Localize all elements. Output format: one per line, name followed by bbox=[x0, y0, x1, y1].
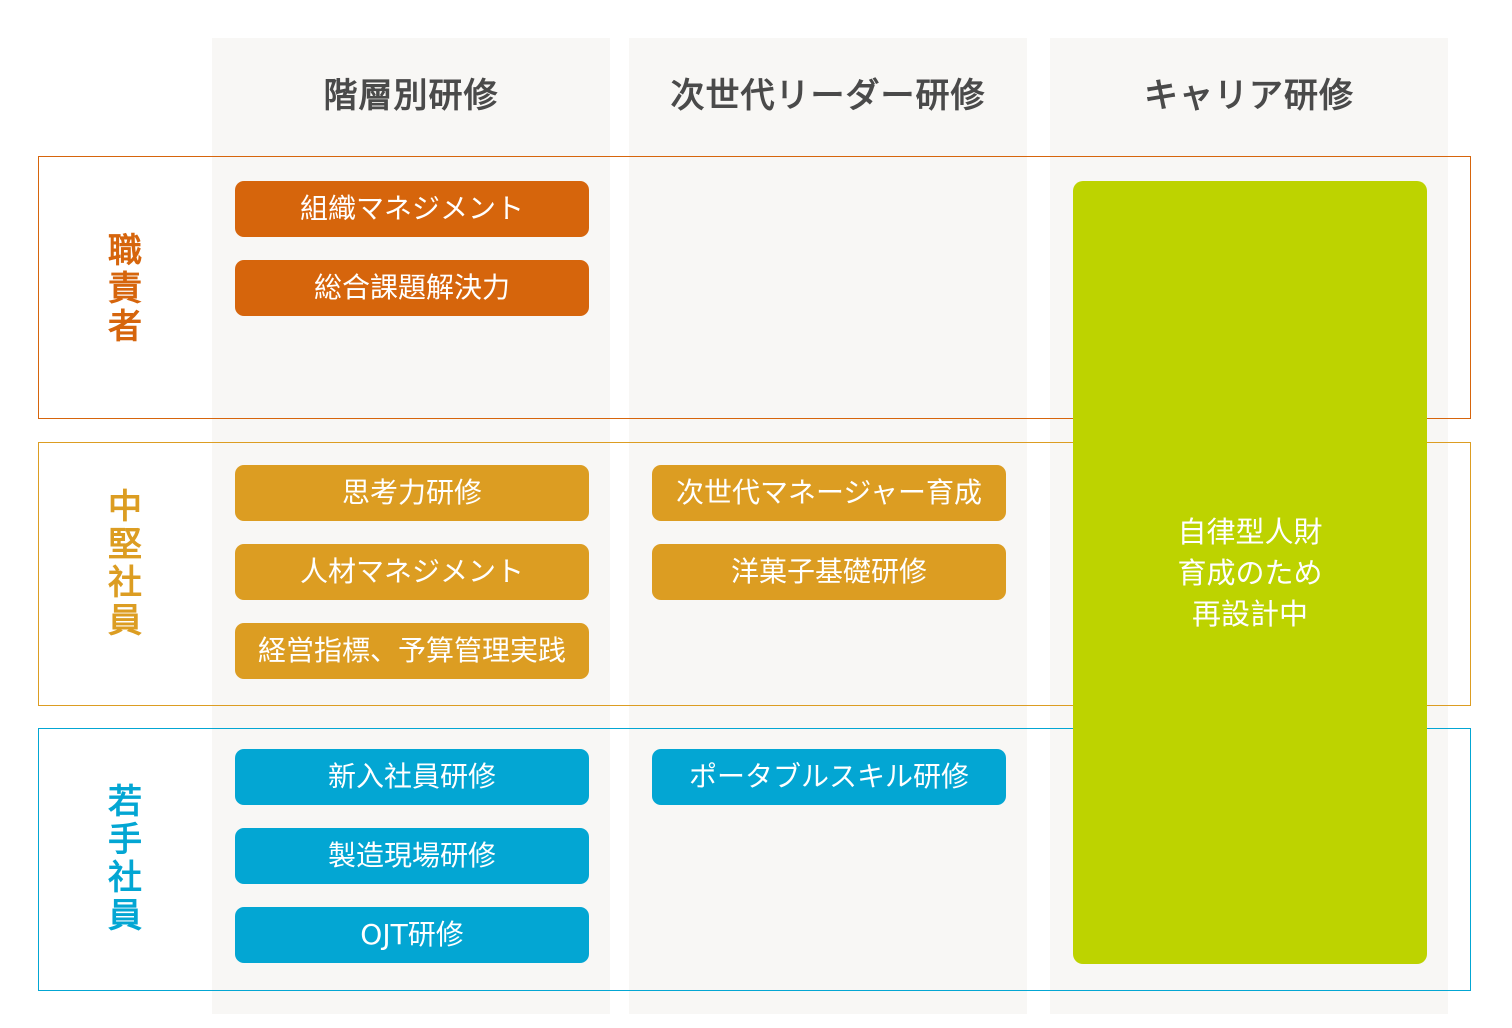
training-item: 製造現場研修 bbox=[235, 828, 589, 884]
row-label-char: 社 bbox=[108, 858, 142, 898]
row-label-char: 手 bbox=[108, 820, 142, 860]
column-header-leader: 次世代リーダー研修 bbox=[670, 76, 986, 116]
career-text-line: 再設計中 bbox=[1191, 597, 1308, 631]
row-label-char: 社 bbox=[108, 563, 142, 603]
column-bg-leader bbox=[629, 38, 1027, 1014]
training-item: 組織マネジメント bbox=[235, 181, 589, 237]
row-label-char: 職 bbox=[108, 231, 142, 271]
career-text-line: 自律型人財 bbox=[1177, 515, 1323, 549]
row-label-manager: 職 責 者 bbox=[100, 232, 150, 346]
row-label-char: 員 bbox=[108, 896, 142, 936]
training-item: ポータブルスキル研修 bbox=[652, 749, 1006, 805]
band-manager bbox=[38, 156, 1471, 419]
column-header-tiered: 階層別研修 bbox=[323, 76, 499, 116]
row-label-mid: 中 堅 社 員 bbox=[100, 488, 150, 640]
row-label-young: 若 手 社 員 bbox=[100, 783, 150, 935]
training-item: 次世代マネージャー育成 bbox=[652, 465, 1006, 521]
training-item: 洋菓子基礎研修 bbox=[652, 544, 1006, 600]
row-label-char: 堅 bbox=[108, 525, 142, 565]
column-header-career: キャリア研修 bbox=[1144, 76, 1354, 116]
training-item: OJT研修 bbox=[235, 907, 589, 963]
band-mid bbox=[38, 442, 1471, 706]
training-item: 思考力研修 bbox=[235, 465, 589, 521]
row-label-char: 中 bbox=[108, 487, 142, 527]
training-item: 経営指標、予算管理実践 bbox=[235, 623, 589, 679]
training-item: 人材マネジメント bbox=[235, 544, 589, 600]
row-label-char: 責 bbox=[108, 269, 142, 309]
band-young bbox=[38, 728, 1471, 991]
row-label-char: 員 bbox=[108, 601, 142, 641]
career-training-block bbox=[1073, 181, 1427, 964]
career-training-text: 自律型人財 育成のため 再設計中 bbox=[1073, 512, 1427, 635]
career-text-line: 育成のため bbox=[1177, 556, 1323, 590]
training-item: 新入社員研修 bbox=[235, 749, 589, 805]
row-label-char: 若 bbox=[108, 782, 142, 822]
training-item: 総合課題解決力 bbox=[235, 260, 589, 316]
row-label-char: 者 bbox=[108, 307, 142, 347]
